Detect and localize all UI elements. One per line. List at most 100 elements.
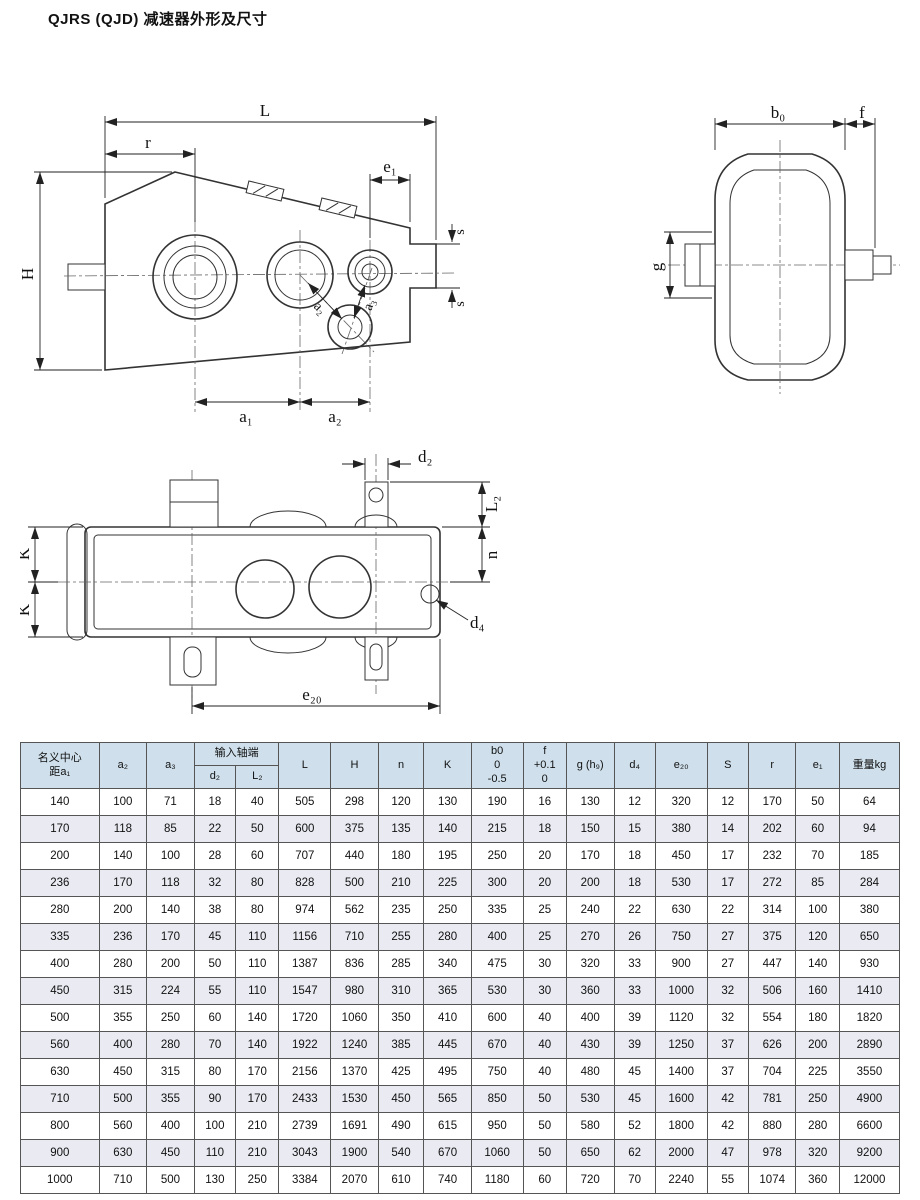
table-cell: 2156 <box>278 1058 332 1087</box>
table-cell: 140 <box>423 815 472 844</box>
table-cell: 170 <box>565 842 615 871</box>
dim-label-e20: e₂₀ <box>302 685 321 704</box>
table-cell: 135 <box>377 815 425 844</box>
table-cell: 930 <box>838 950 901 979</box>
dim-label-K2: K <box>20 603 33 616</box>
table-cell: 1387 <box>278 950 332 979</box>
table-cell: 6600 <box>838 1112 901 1141</box>
table-cell: 200 <box>20 842 100 871</box>
table-cell: 60 <box>795 815 840 844</box>
table-cell: 445 <box>423 1031 472 1060</box>
table-cell: 50 <box>795 788 840 817</box>
table-cell: 27 <box>706 950 749 979</box>
table-cell: 335 <box>470 896 524 925</box>
table-cell: 210 <box>377 869 425 898</box>
dim-a2-diagonal: a₂ <box>307 282 343 320</box>
table-cell: 100 <box>193 1112 237 1141</box>
table-cell: 650 <box>565 1139 615 1168</box>
table-cell: 32 <box>706 1004 749 1033</box>
table-cell: 974 <box>278 896 332 925</box>
table-cell: 80 <box>235 896 280 925</box>
table-cell: 100 <box>98 788 148 817</box>
table-cell: 720 <box>565 1166 615 1195</box>
table-cell: 47 <box>706 1139 749 1168</box>
table-cell: 42 <box>706 1112 749 1141</box>
table-cell: 140 <box>795 950 840 979</box>
table-cell: 120 <box>377 788 425 817</box>
table-cell: 130 <box>193 1166 237 1195</box>
table-cell: 18 <box>613 869 656 898</box>
dim-r: r <box>105 133 196 222</box>
table-cell: 22 <box>613 896 656 925</box>
table-cell: 1400 <box>654 1058 708 1087</box>
table-cell: 380 <box>654 815 708 844</box>
table-cell: 55 <box>193 977 237 1006</box>
table-cell: 20 <box>522 842 567 871</box>
table-cell: 310 <box>377 977 425 1006</box>
table-cell: 375 <box>330 815 379 844</box>
table-cell: 39 <box>613 1004 656 1033</box>
dim-label-a3-diag: a₃ <box>361 297 379 313</box>
table-cell: 60 <box>193 1004 237 1033</box>
col-header-weight: 重量kg <box>838 741 901 790</box>
table-cell: 450 <box>98 1058 148 1087</box>
table-cell: 350 <box>377 1004 425 1033</box>
table-cell: 355 <box>98 1004 148 1033</box>
table-cell: 280 <box>98 950 148 979</box>
table-cell: 280 <box>795 1112 840 1141</box>
table-cell: 610 <box>377 1166 425 1195</box>
col-header-g: g (h₉) <box>565 741 615 790</box>
dim-s: s s <box>436 224 468 308</box>
table-cell: 320 <box>795 1139 840 1168</box>
dim-f: f <box>845 103 876 248</box>
table-cell: 195 <box>423 842 472 871</box>
table-cell: 740 <box>423 1166 472 1195</box>
table-cell: 50 <box>522 1085 567 1114</box>
dim-label-L2: L₂ <box>482 496 501 512</box>
table-cell: 170 <box>235 1085 280 1114</box>
table-cell: 2890 <box>838 1031 901 1060</box>
table-cell: 40 <box>522 1058 567 1087</box>
table-cell: 490 <box>377 1112 425 1141</box>
center-lines <box>63 220 457 412</box>
table-cell: 2433 <box>278 1085 332 1114</box>
table-cell: 836 <box>330 950 379 979</box>
table-cell: 800 <box>20 1112 100 1141</box>
table-cell: 140 <box>235 1004 280 1033</box>
col-header-K: K <box>423 741 472 790</box>
table-cell: 500 <box>146 1166 195 1195</box>
table-cell: 300 <box>470 869 524 898</box>
table-cell: 180 <box>795 1004 840 1033</box>
table-cell: 45 <box>193 923 237 952</box>
table-cell: 710 <box>20 1085 100 1114</box>
col-header-input-shaft: 输入轴端 <box>193 741 280 767</box>
table-cell: 980 <box>330 977 379 1006</box>
table-cell: 950 <box>470 1112 524 1141</box>
table-cell: 400 <box>565 1004 615 1033</box>
table-cell: 314 <box>747 896 797 925</box>
table-cell: 200 <box>565 869 615 898</box>
table-cell: 210 <box>235 1139 280 1168</box>
col-header-n: n <box>377 741 425 790</box>
table-cell: 1250 <box>654 1031 708 1060</box>
table-cell: 450 <box>377 1085 425 1114</box>
table-cell: 45 <box>613 1058 656 1087</box>
table-cell: 140 <box>98 842 148 871</box>
table-cell: 365 <box>423 977 472 1006</box>
col-header-a3: a₃ <box>146 741 195 790</box>
table-cell: 360 <box>565 977 615 1006</box>
table-cell: 880 <box>747 1112 797 1141</box>
dimension-table: 名义中心 距a₁ a₂ a₃ 输入轴端 L H n K b0 0 -0.5 f … <box>20 741 901 1195</box>
col-header-L: L <box>278 741 332 790</box>
table-cell: 1530 <box>330 1085 379 1114</box>
table-cell: 385 <box>377 1031 425 1060</box>
table-cell: 750 <box>654 923 708 952</box>
table-cell: 380 <box>838 896 901 925</box>
table-cell: 85 <box>795 869 840 898</box>
